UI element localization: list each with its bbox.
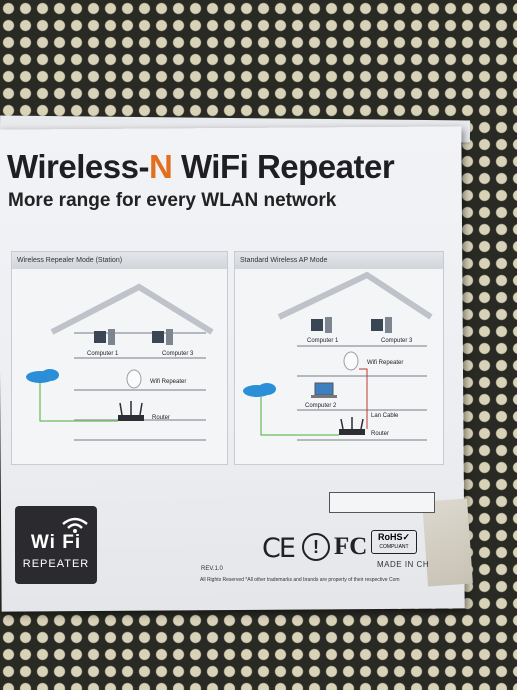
logo-repeater-text: REPEATER — [22, 558, 90, 570]
ap-mode-header: Standard Wireless AP Mode — [235, 252, 443, 269]
house-roof — [50, 283, 214, 335]
rohs-label: RoHS✓ — [377, 532, 411, 542]
label-computer1: Computer 1 — [307, 338, 339, 344]
wifi-repeater-logo: Wi Fi REPEATER — [15, 506, 97, 584]
computer-icon — [311, 317, 332, 333]
floor-line — [297, 409, 427, 411]
label-router: Router — [371, 431, 389, 437]
router-icon — [118, 401, 144, 421]
internet-cloud-icon — [26, 369, 59, 383]
rohs-compliant: COMPLIANT — [379, 544, 409, 550]
product-subtitle: More range for every WLAN network — [8, 190, 337, 211]
label-repeater: Wifi Repeater — [367, 360, 403, 366]
floor-line — [297, 345, 427, 347]
barcode-box — [329, 492, 435, 513]
floor-line — [74, 332, 206, 334]
floor-line — [74, 357, 206, 359]
rohs-badge: RoHS✓ COMPLIANT — [371, 530, 417, 554]
made-in-text: MADE IN CH — [377, 560, 430, 569]
floor-line — [297, 375, 427, 377]
internet-cloud-icon — [243, 383, 276, 397]
ap-mode-diagram: Standard Wireless AP Mode — [234, 251, 444, 465]
rights-text: All Rights Reserved *All other trademark… — [200, 577, 400, 583]
label-lan-cable: Lan Cable — [371, 413, 399, 419]
label-computer3: Computer 3 — [162, 351, 194, 357]
repeater-icon — [126, 369, 142, 389]
label-repeater: Wifi Repeater — [150, 379, 186, 385]
repeater-icon — [343, 351, 359, 371]
computer-icon — [371, 317, 392, 333]
cable-line — [260, 397, 339, 436]
repeater-mode-header: Wireless Repealer Mode (Station) — [12, 252, 227, 269]
repeater-mode-diagram: Wireless Repealer Mode (Station) — [11, 251, 228, 465]
label-computer3: Computer 3 — [381, 338, 413, 344]
house-roof — [277, 271, 433, 320]
product-title: Wireless-N WiFi Repeater — [7, 148, 395, 186]
label-computer2: Computer 2 — [305, 403, 337, 409]
floor-line — [74, 439, 206, 441]
logo-wifi-text: Wi Fi — [30, 532, 82, 553]
lan-cable-line — [359, 368, 368, 429]
ap-mode-illustration: Computer 1 Computer 3 Wifi Repeater Comp… — [243, 271, 433, 441]
floor-line — [297, 439, 427, 441]
title-suffix: WiFi Repeater — [172, 148, 395, 185]
title-prefix: Wireless- — [7, 148, 149, 185]
computer-icon — [152, 329, 173, 345]
revision-text: REV.1.0 — [201, 566, 223, 572]
warning-icon: ! — [302, 533, 330, 561]
label-computer1: Computer 1 — [87, 351, 119, 357]
floor-line — [74, 389, 206, 391]
ce-mark: CE — [262, 533, 296, 564]
title-accent: N — [148, 148, 173, 185]
computer-icon — [94, 329, 115, 345]
fcc-mark: FC — [334, 533, 368, 560]
label-router: Router — [152, 415, 170, 421]
cable-line — [39, 383, 118, 422]
laptop-icon — [311, 382, 337, 398]
wifi-icon — [62, 517, 88, 533]
router-icon — [339, 417, 365, 435]
repeater-mode-illustration: Computer 1 Computer 3 Wifi Repeater Rout… — [26, 283, 214, 441]
